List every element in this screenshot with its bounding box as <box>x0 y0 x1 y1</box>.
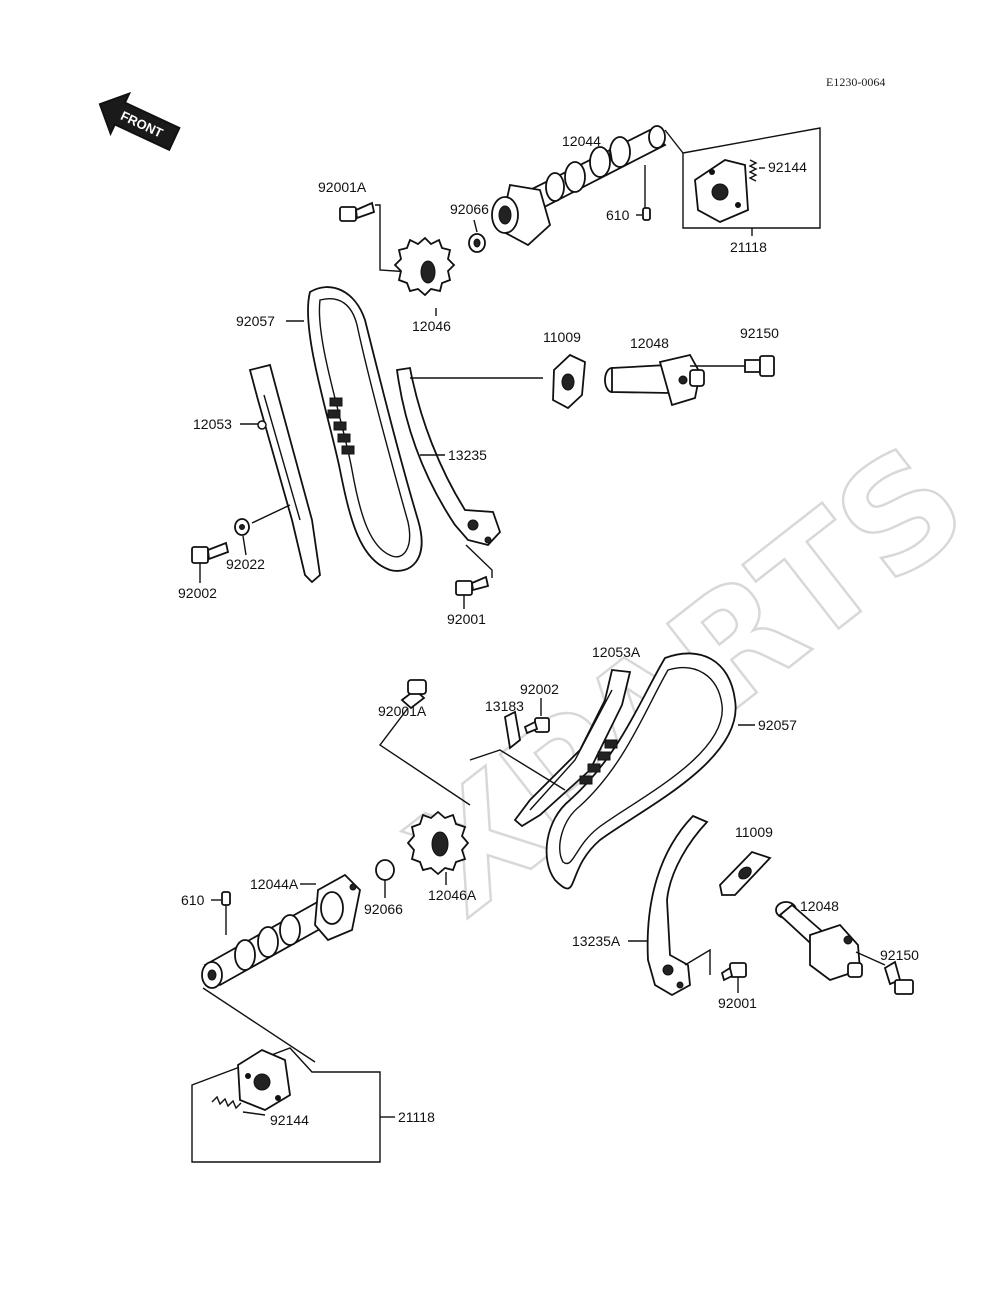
box-21118-bottom <box>191 987 381 1163</box>
label-92057-bottom: 92057 <box>758 717 797 733</box>
label-92066-top: 92066 <box>450 201 489 217</box>
label-13183: 13183 <box>485 698 524 714</box>
seal-92066-bottom <box>375 859 395 881</box>
label-92022: 92022 <box>226 556 265 572</box>
bolt-92150-bottom <box>883 960 914 995</box>
sprocket-12046 <box>393 236 456 297</box>
bolt-92002-bottom <box>523 717 550 735</box>
label-610-top: 610 <box>606 207 630 223</box>
label-92057-top: 92057 <box>236 313 275 329</box>
bolt-92001a-top <box>339 201 376 222</box>
chain-guide-12053 <box>248 363 321 584</box>
bolt-92002-top <box>191 541 230 564</box>
label-12048-bottom: 12048 <box>800 898 839 914</box>
sprocket-12046a <box>406 810 470 876</box>
oil-pump-21118-bottom <box>237 1048 291 1112</box>
label-12046a: 12046A <box>428 887 477 903</box>
label-92144-bottom: 92144 <box>270 1112 309 1128</box>
bolt-92001-top <box>455 575 490 596</box>
label-92002-bottom: 92002 <box>520 681 559 697</box>
spring-92144-top <box>748 159 758 182</box>
label-610-bottom: 610 <box>181 892 205 908</box>
label-12053a: 12053A <box>592 644 641 660</box>
tensioner-12048-bottom <box>775 901 863 982</box>
box-21118-top <box>664 127 821 236</box>
spring-92144-bottom <box>211 1095 242 1110</box>
drawing-code: E1230-0064 <box>826 75 885 89</box>
camshaft-12044 <box>491 125 667 247</box>
label-21118-bottom: 21118 <box>398 1109 435 1125</box>
tensioner-guide-13235 <box>395 366 502 547</box>
bolt-92001-bottom <box>720 962 747 982</box>
label-12053: 12053 <box>193 416 232 432</box>
camshaft-12044a <box>201 873 361 989</box>
label-92150-top: 92150 <box>740 325 779 341</box>
label-92066-bottom: 92066 <box>364 901 403 917</box>
stopper-13183 <box>504 710 521 750</box>
oil-pump-21118-top <box>694 159 749 223</box>
pin-610-top <box>642 207 651 221</box>
label-92001-bottom: 92001 <box>718 995 757 1011</box>
front-arrow-icon: FRONT <box>98 91 181 152</box>
gasket-11009-bottom <box>719 850 772 896</box>
label-92002-top: 92002 <box>178 585 217 601</box>
cam-chain-92057-top <box>307 286 423 572</box>
label-13235: 13235 <box>448 447 487 463</box>
label-11009-top: 11009 <box>543 329 581 345</box>
label-92001a-top: 92001A <box>318 179 367 195</box>
label-12046: 12046 <box>412 318 451 334</box>
label-92150-bottom: 92150 <box>880 947 919 963</box>
label-92144-top: 92144 <box>768 159 807 175</box>
label-11009-bottom: 11009 <box>735 824 773 840</box>
bolt-92001a-bottom <box>400 679 427 710</box>
chain-guide-12053a <box>513 669 632 828</box>
label-92001-top: 92001 <box>447 611 486 627</box>
gasket-11009-top <box>552 353 586 410</box>
label-12044: 12044 <box>562 133 601 149</box>
label-12048-top: 12048 <box>630 335 669 351</box>
tensioner-12048-top <box>604 353 705 407</box>
label-12044a: 12044A <box>250 876 299 892</box>
tensioner-guide-13235a <box>646 814 709 997</box>
label-92001a-bottom: 92001A <box>378 703 427 719</box>
bolt-92150-top <box>744 355 775 377</box>
pin-610-bottom <box>221 891 231 906</box>
label-21118-top: 21118 <box>730 239 767 255</box>
label-13235a: 13235A <box>572 933 621 949</box>
cam-chain-92057-bottom <box>545 652 737 890</box>
